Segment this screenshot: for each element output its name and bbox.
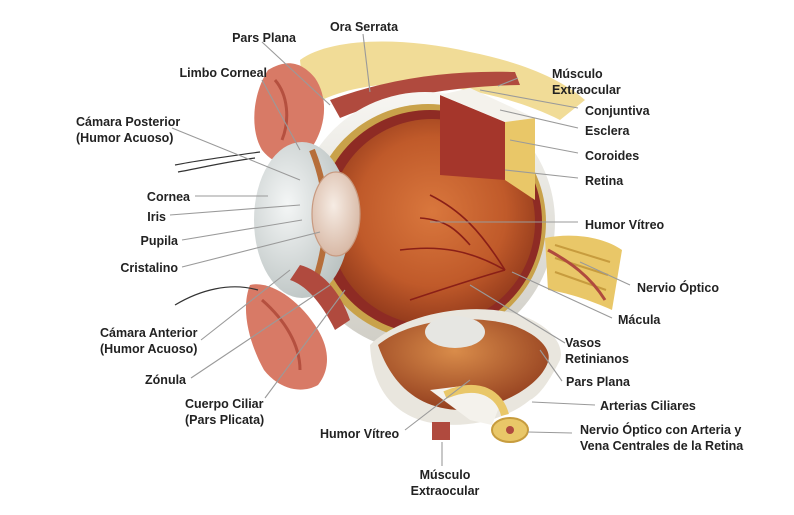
- label-macula: Mácula: [618, 313, 661, 327]
- label-line-1: Vasos: [565, 336, 602, 350]
- label-cristalino: Cristalino: [120, 261, 178, 275]
- label-pars-plana-bottom: Pars Plana: [566, 375, 630, 389]
- label-arterias-ciliares: Arterias Ciliares: [600, 399, 696, 413]
- label-humor-vitreo-bottom: Humor Vítreo: [320, 427, 400, 441]
- label-retina: Retina: [585, 174, 624, 188]
- lower-eyelid: [245, 284, 327, 390]
- extraocular-muscle-mid: [290, 265, 350, 330]
- label-nervio-optico: Nervio Óptico: [637, 281, 719, 295]
- small-cutaway-eye: [370, 309, 561, 443]
- label-camara-posterior: Cámara Posterior (Humor Acuoso): [76, 114, 180, 146]
- label-pars-plana-top: Pars Plana: [232, 31, 296, 45]
- label-line-2: Extraocular: [552, 83, 621, 97]
- label-iris: Iris: [147, 210, 166, 224]
- label-coroides: Coroides: [585, 149, 640, 163]
- label-line-1: Cámara Anterior: [100, 326, 198, 340]
- label-line-2: Retinianos: [565, 352, 629, 366]
- label-line-2: (Humor Acuoso): [100, 342, 198, 356]
- label-line-2: Vena Centrales de la Retina: [580, 439, 744, 453]
- label-line-1: Músculo: [552, 67, 603, 81]
- label-conjuntiva: Conjuntiva: [585, 104, 650, 118]
- label-humor-vitreo-right: Humor Vítreo: [585, 218, 665, 232]
- label-pupila: Pupila: [140, 234, 178, 248]
- label-line-1: Nervio Óptico con Arteria y: [580, 423, 742, 437]
- label-limbo-corneal: Limbo Corneal: [179, 66, 267, 80]
- label-musculo-extraocular-bottom: Músculo Extraocular: [405, 467, 485, 499]
- label-zonula: Zónula: [145, 373, 186, 387]
- label-cuerpo-ciliar: Cuerpo Ciliar (Pars Plicata): [185, 396, 264, 428]
- label-line-2: (Humor Acuoso): [76, 131, 174, 145]
- optic-nerve-main: [545, 235, 622, 310]
- extraocular-muscle-top: [330, 71, 520, 118]
- leader-lines: [169, 33, 631, 466]
- label-line-1: Cuerpo Ciliar: [185, 397, 264, 411]
- label-line-1: Cámara Posterior: [76, 115, 181, 129]
- label-nervio-optico-arteria-vena: Nervio Óptico con Arteria y Vena Central…: [580, 422, 743, 454]
- label-cornea: Cornea: [146, 190, 190, 204]
- label-line-1: Músculo: [419, 468, 471, 482]
- label-vasos-retinianos: Vasos Retinianos: [565, 335, 629, 367]
- label-camara-anterior: Cámara Anterior (Humor Acuoso): [100, 325, 198, 357]
- label-line-2: (Pars Plicata): [185, 413, 265, 427]
- label-musculo-extraocular-top: Músculo Extraocular: [552, 66, 621, 98]
- retinal-vessels: [399, 194, 506, 301]
- label-esclera: Esclera: [585, 124, 630, 138]
- label-line-2: Extraocular: [410, 484, 480, 498]
- label-ora-serrata: Ora Serrata: [329, 20, 399, 34]
- eyelashes: [174, 151, 261, 306]
